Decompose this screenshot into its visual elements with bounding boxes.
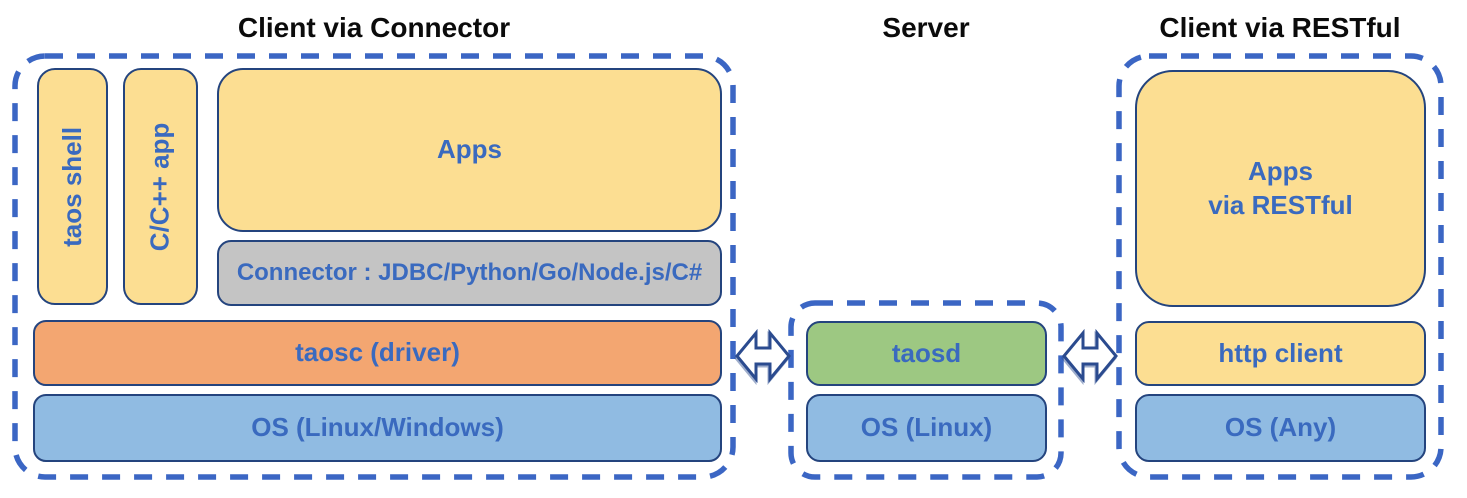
apps-via-restful-label: Apps via RESTful <box>1208 155 1353 220</box>
taosd-box: taosd <box>806 321 1047 386</box>
os-any-box: OS (Any) <box>1135 394 1426 462</box>
taos-shell-label: taos shell <box>56 126 87 247</box>
client-restful-group-border <box>1116 53 1444 480</box>
client-restful-title: Client via RESTful <box>1159 12 1401 43</box>
apps-label: Apps <box>437 134 502 165</box>
server-title: Server <box>882 12 970 43</box>
os-linux-windows-box: OS (Linux/Windows) <box>33 394 722 462</box>
taos-shell-box: taos shell <box>37 68 108 305</box>
connector-label: Connector : JDBC/Python/Go/Node.js/C# <box>236 259 703 287</box>
http-client-label: http client <box>1218 337 1343 368</box>
apps-box: Apps <box>217 68 722 232</box>
double-arrow-icon <box>735 328 791 384</box>
connector-box: Connector : JDBC/Python/Go/Node.js/C# <box>217 240 722 306</box>
client-connector-title: Client via Connector <box>237 12 511 43</box>
os-linux-windows-label: OS (Linux/Windows) <box>251 412 504 443</box>
cpp-app-box: C/C++ app <box>123 68 198 305</box>
apps-via-restful-box: Apps via RESTful <box>1135 70 1426 307</box>
os-linux-label: OS (Linux) <box>860 412 993 443</box>
os-linux-box: OS (Linux) <box>806 394 1047 462</box>
client-connector-group-border <box>12 53 736 480</box>
taosc-driver-label: taosc (driver) <box>295 337 460 368</box>
taosc-driver-box: taosc (driver) <box>33 320 722 386</box>
double-arrow-icon <box>1062 328 1118 384</box>
taosd-label: taosd <box>891 337 962 368</box>
os-any-label: OS (Any) <box>1224 412 1337 443</box>
server-group-border <box>788 300 1064 480</box>
http-client-box: http client <box>1135 321 1426 386</box>
cpp-app-label: C/C++ app <box>144 122 175 251</box>
